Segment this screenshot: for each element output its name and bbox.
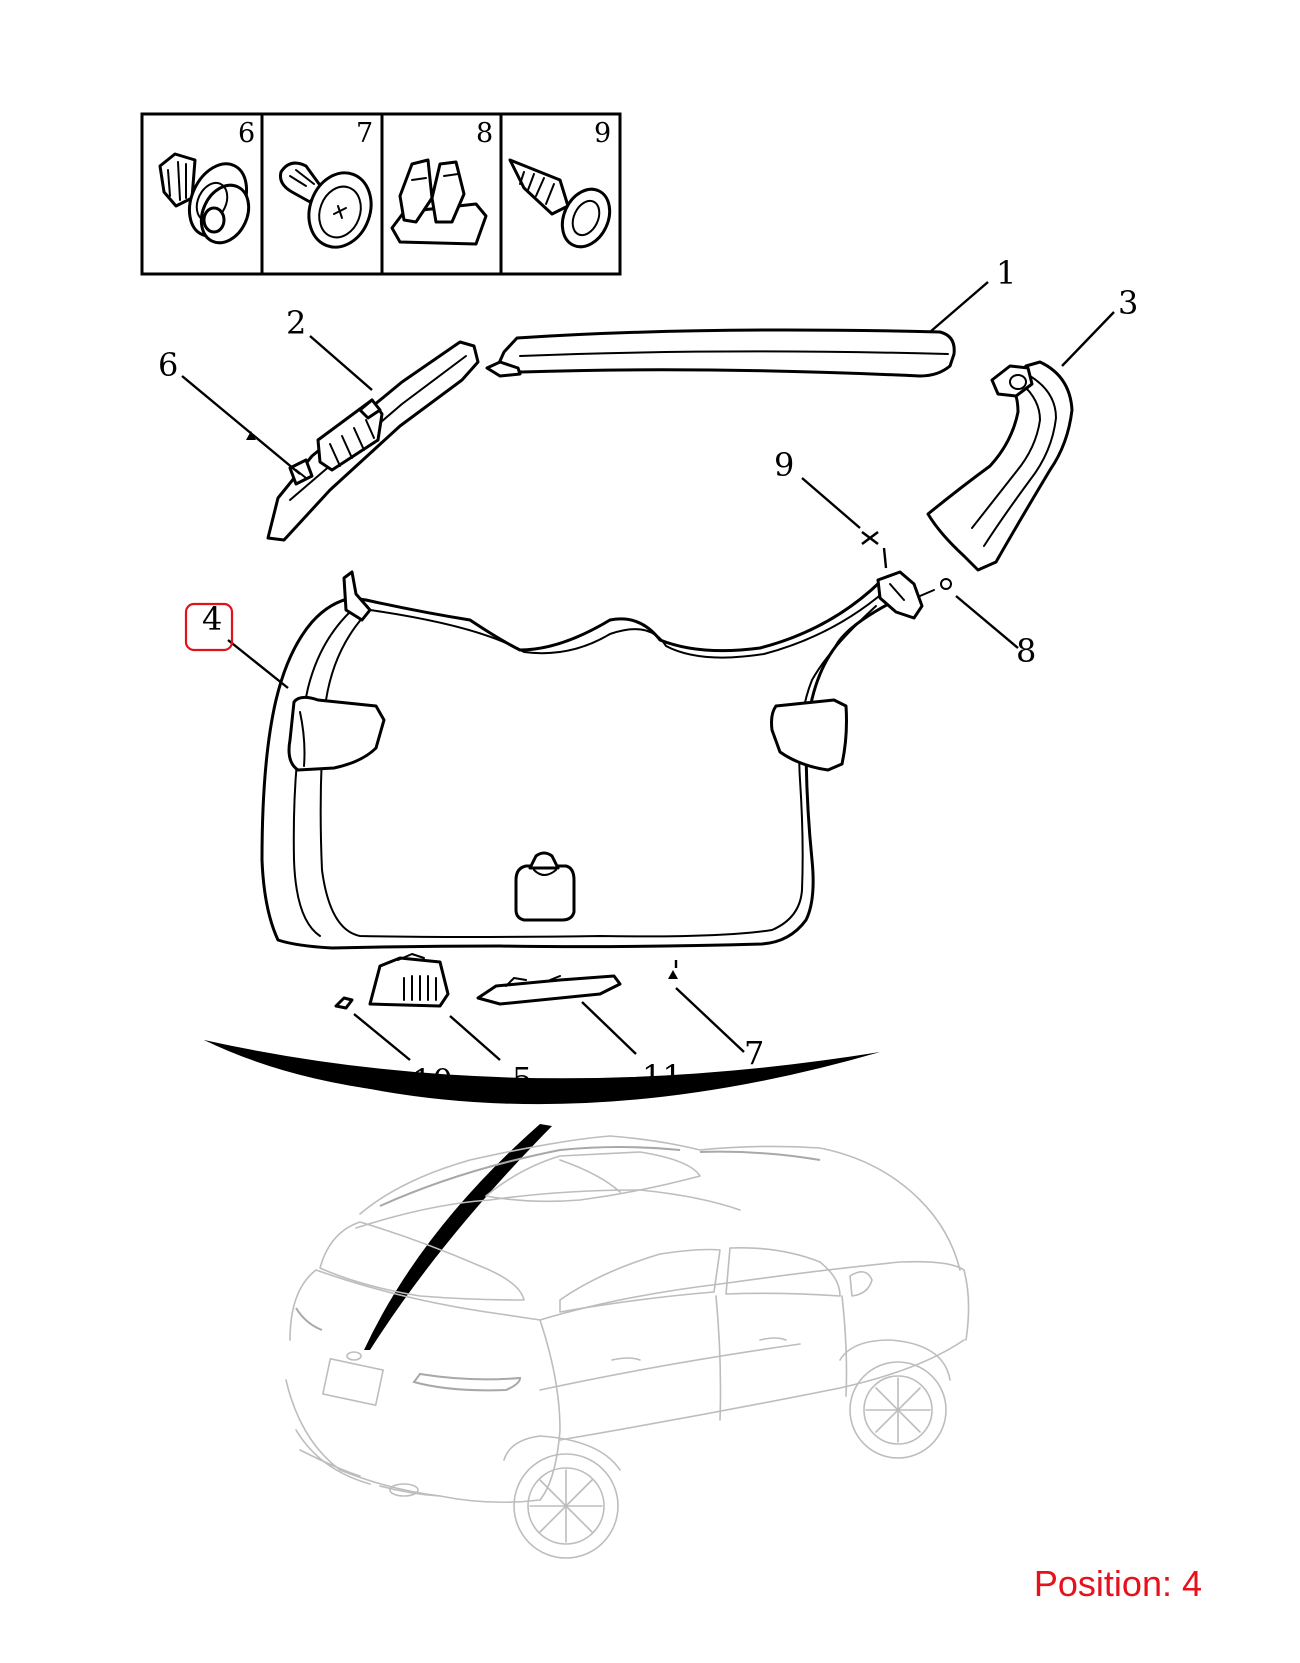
zoom-swoosh xyxy=(204,1040,880,1350)
position-label: Position: 4 xyxy=(1033,1563,1202,1604)
callout-6: 6 xyxy=(158,346,178,384)
callout-1: 1 xyxy=(996,254,1016,292)
marker-8-circle xyxy=(940,578,952,590)
callout-9: 9 xyxy=(774,446,794,484)
fastener-number-9: 9 xyxy=(594,118,611,149)
fastener-number-7: 7 xyxy=(356,118,373,149)
callout-7: 7 xyxy=(744,1034,764,1072)
clip-nut-icon xyxy=(390,158,488,246)
fastener-number-6: 6 xyxy=(238,118,255,149)
rivet-clip-icon xyxy=(279,161,373,249)
callout-4-highlight xyxy=(184,602,234,652)
callout-8: 8 xyxy=(1016,632,1036,670)
part-10-small-clip xyxy=(334,996,354,1010)
marker-6-triangle xyxy=(246,431,256,440)
marker-7-triangle xyxy=(668,970,678,979)
callout-3: 3 xyxy=(1118,284,1138,322)
vehicle-illustration xyxy=(285,1135,970,1559)
part-1-upper-trim xyxy=(485,328,956,378)
part-5-lamp-housing xyxy=(368,953,450,1008)
part-3-right-pillar-trim xyxy=(926,360,1074,572)
screw-icon xyxy=(508,158,612,249)
leader-lines xyxy=(181,281,1115,1061)
callout-2: 2 xyxy=(286,304,306,342)
fastener-number-8: 8 xyxy=(476,118,493,149)
callout-4[interactable]: 4 xyxy=(202,600,222,638)
push-clip-icon xyxy=(158,152,251,245)
part-2-left-pillar-trim xyxy=(266,340,480,542)
fastener-table: 6 7 8 9 xyxy=(140,112,622,276)
part-4-tailgate-trim-panel xyxy=(260,570,935,950)
part-11-garnish-plate xyxy=(476,974,622,1006)
marker-9-cross xyxy=(861,531,879,545)
